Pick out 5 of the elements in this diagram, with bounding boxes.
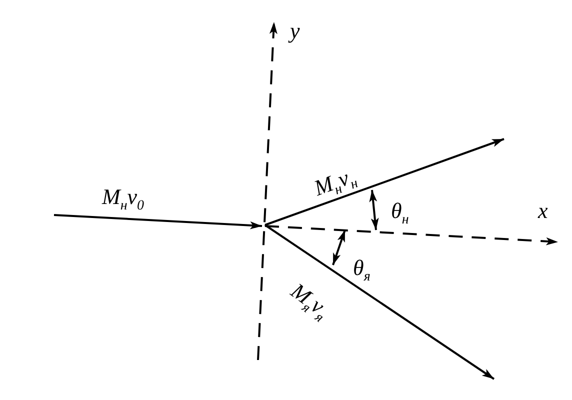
vector-label: M$_{н}$v$_{0}$ (102, 186, 144, 214)
axis-label: y (290, 20, 300, 42)
axis-label: x (538, 200, 548, 222)
angle-label: θ$_{я}$ (353, 257, 370, 284)
angle-label: θ$_{н}$ (391, 200, 409, 228)
